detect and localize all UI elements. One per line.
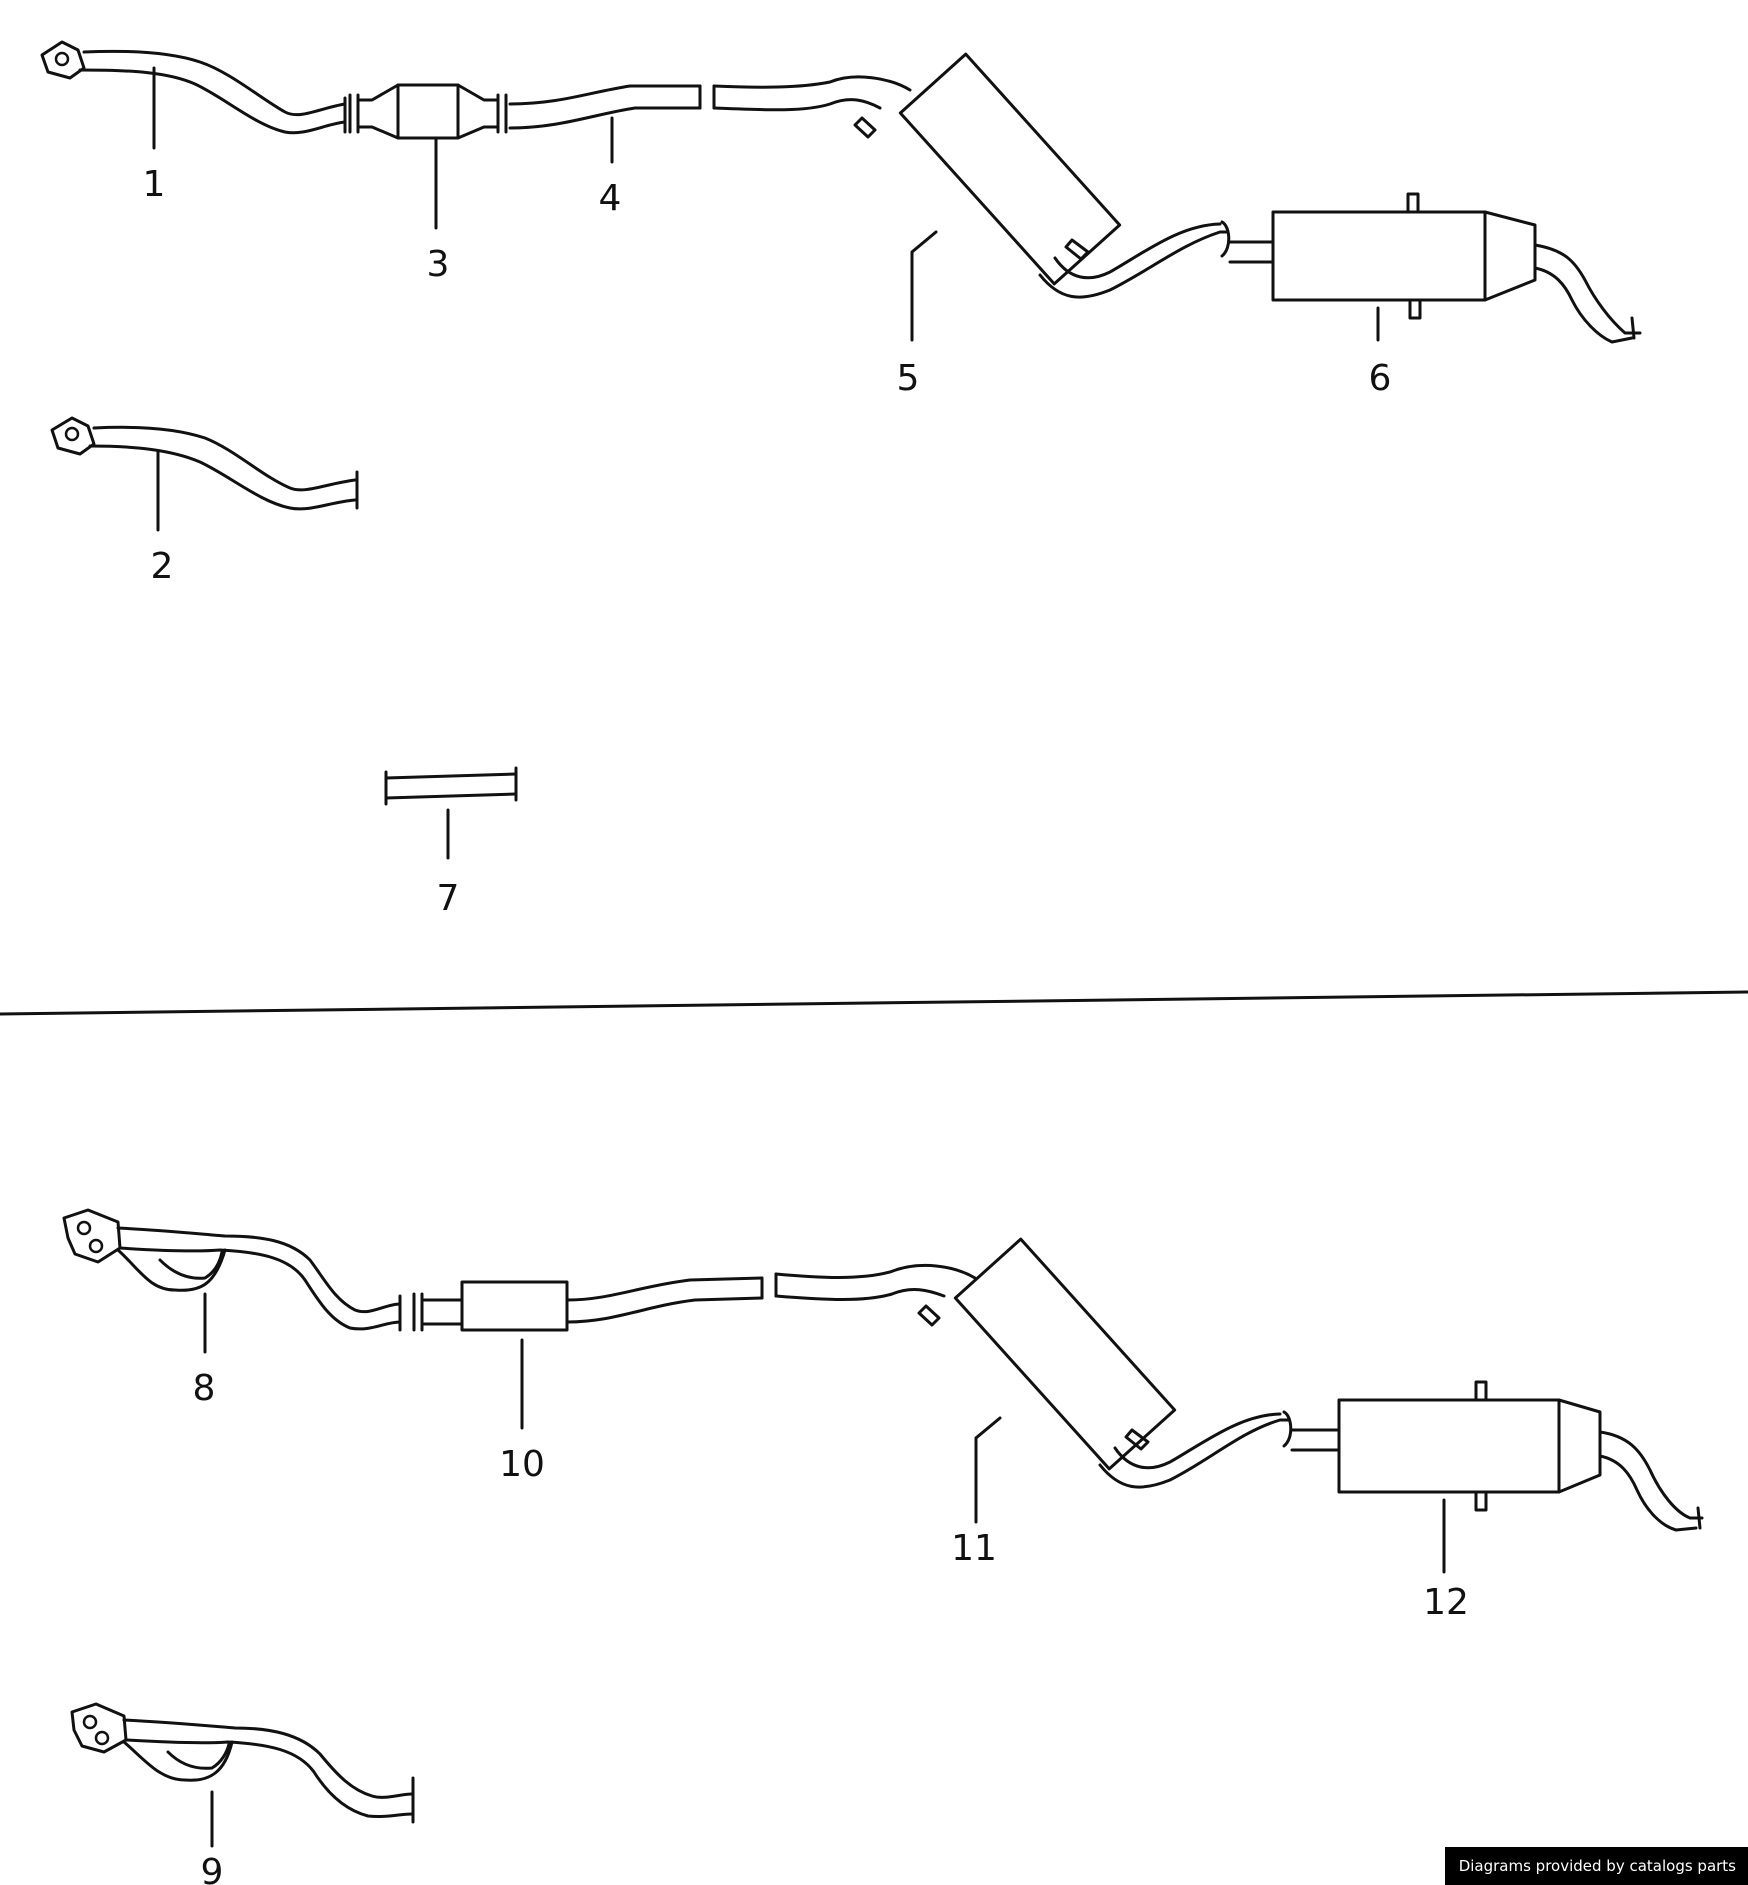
- diagram-credit-badge: Diagrams provided by catalogs parts: [1444, 1847, 1748, 1885]
- part-1-front-pipe[interactable]: [40, 40, 347, 135]
- part-8-dual-front-pipe[interactable]: [62, 1208, 402, 1332]
- callout-12: 12: [1423, 1582, 1469, 1623]
- callout-labels: 1 2 3 4 5 6 7 8 9 10 11 12: [143, 164, 1469, 1885]
- section-divider: [0, 990, 1748, 1016]
- callout-2: 2: [151, 546, 174, 587]
- part-10-pre-silencer[interactable]: [412, 1276, 764, 1332]
- part-9-dual-front-pipe-variant[interactable]: [70, 1702, 415, 1824]
- part-4-intermediate-pipe[interactable]: [508, 84, 702, 130]
- leader-lines: [152, 66, 1446, 1848]
- callout-1: 1: [143, 164, 166, 205]
- callout-4: 4: [599, 178, 622, 219]
- callout-10: 10: [499, 1444, 545, 1485]
- part-5-center-silencer[interactable]: [712, 52, 1274, 299]
- callout-8: 8: [193, 1368, 216, 1409]
- part-6-rear-silencer[interactable]: [1271, 192, 1642, 344]
- part-12-rear-silencer[interactable]: [1337, 1380, 1704, 1532]
- callout-6: 6: [1369, 358, 1392, 399]
- callout-9: 9: [201, 1852, 224, 1885]
- part-2-front-pipe-variant[interactable]: [50, 416, 359, 511]
- callout-7: 7: [437, 878, 460, 919]
- callout-11: 11: [951, 1528, 997, 1569]
- part-11-center-silencer[interactable]: [774, 1237, 1340, 1489]
- callout-3: 3: [427, 244, 450, 285]
- callout-5: 5: [897, 358, 920, 399]
- part-3-catalytic-converter[interactable]: [348, 83, 508, 140]
- part-7-connecting-pipe[interactable]: [384, 766, 518, 806]
